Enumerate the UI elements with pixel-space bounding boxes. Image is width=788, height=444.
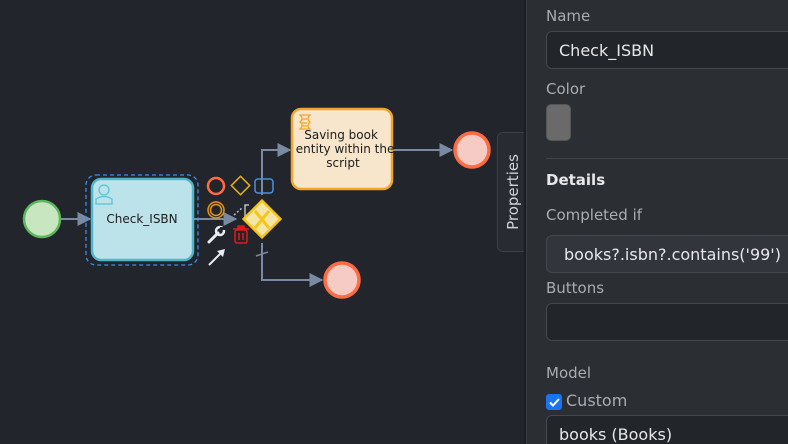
script-task-label-line: entity within the — [296, 142, 395, 156]
sequence-flow-gateway-to-script[interactable] — [261, 143, 292, 195]
append-intermediate-event-icon[interactable] — [207, 201, 225, 219]
buttons-input[interactable] — [546, 303, 788, 341]
diagram-svg: Check_ISBN — [22, 107, 491, 299]
completed-if-value: books?.isbn?.contains('99') — [564, 244, 781, 264]
end-event-bottom[interactable] — [323, 261, 361, 299]
model-select[interactable]: books (Books) — [546, 415, 788, 444]
gateway-x-icon — [253, 210, 271, 229]
append-gateway-icon[interactable] — [230, 175, 251, 196]
script-task-label-line: script — [326, 156, 360, 170]
end-event-top[interactable] — [453, 131, 491, 169]
name-input-value: Check_ISBN — [559, 40, 655, 60]
script-icon — [298, 114, 312, 130]
script-task-label: Saving book entity within the script — [296, 128, 398, 170]
model-label: Model — [546, 364, 592, 382]
name-label: Name — [546, 7, 591, 25]
script-task[interactable]: Saving book entity within the script — [290, 107, 398, 191]
properties-panel-toggle-tab[interactable]: Properties — [497, 132, 527, 252]
user-task-check-isbn[interactable]: Check_ISBN — [90, 177, 195, 262]
default-flow-marker — [255, 251, 269, 257]
panel-resize-handle[interactable] — [524, 0, 526, 444]
model-select-value: books (Books) — [559, 424, 673, 444]
user-task-label: Check_ISBN — [106, 212, 177, 226]
context-pad — [206, 175, 274, 266]
trash-icon[interactable] — [233, 225, 249, 244]
color-label: Color — [546, 80, 586, 98]
custom-checkbox[interactable] — [546, 394, 562, 410]
connect-arrow-icon[interactable] — [208, 249, 225, 266]
completed-if-input[interactable]: books?.isbn?.contains('99') — [546, 235, 788, 273]
sequence-flow-gateway-to-end-bottom[interactable] — [255, 243, 324, 287]
bpmn-canvas[interactable]: Check_ISBN — [0, 0, 525, 444]
properties-tab-label: Properties — [503, 154, 522, 230]
details-section-heading: Details — [546, 171, 606, 189]
color-picker-swatch[interactable] — [546, 104, 571, 141]
custom-checkbox-label[interactable]: Custom — [566, 391, 628, 410]
start-event[interactable] — [22, 199, 62, 239]
checkmark-icon — [548, 397, 560, 407]
name-input[interactable]: Check_ISBN — [546, 31, 788, 69]
properties-panel: Name Check_ISBN Color Details Completed … — [526, 0, 788, 444]
wrench-icon[interactable] — [207, 225, 226, 244]
append-task-icon[interactable] — [254, 178, 274, 194]
completed-if-label: Completed if — [546, 206, 643, 224]
append-end-event-icon[interactable] — [206, 176, 226, 196]
buttons-label: Buttons — [546, 279, 605, 297]
selection-outline — [85, 174, 199, 266]
user-icon — [95, 184, 113, 205]
section-divider — [546, 158, 788, 159]
script-task-label-line: Saving book — [304, 128, 378, 142]
exclusive-gateway[interactable] — [241, 198, 283, 240]
